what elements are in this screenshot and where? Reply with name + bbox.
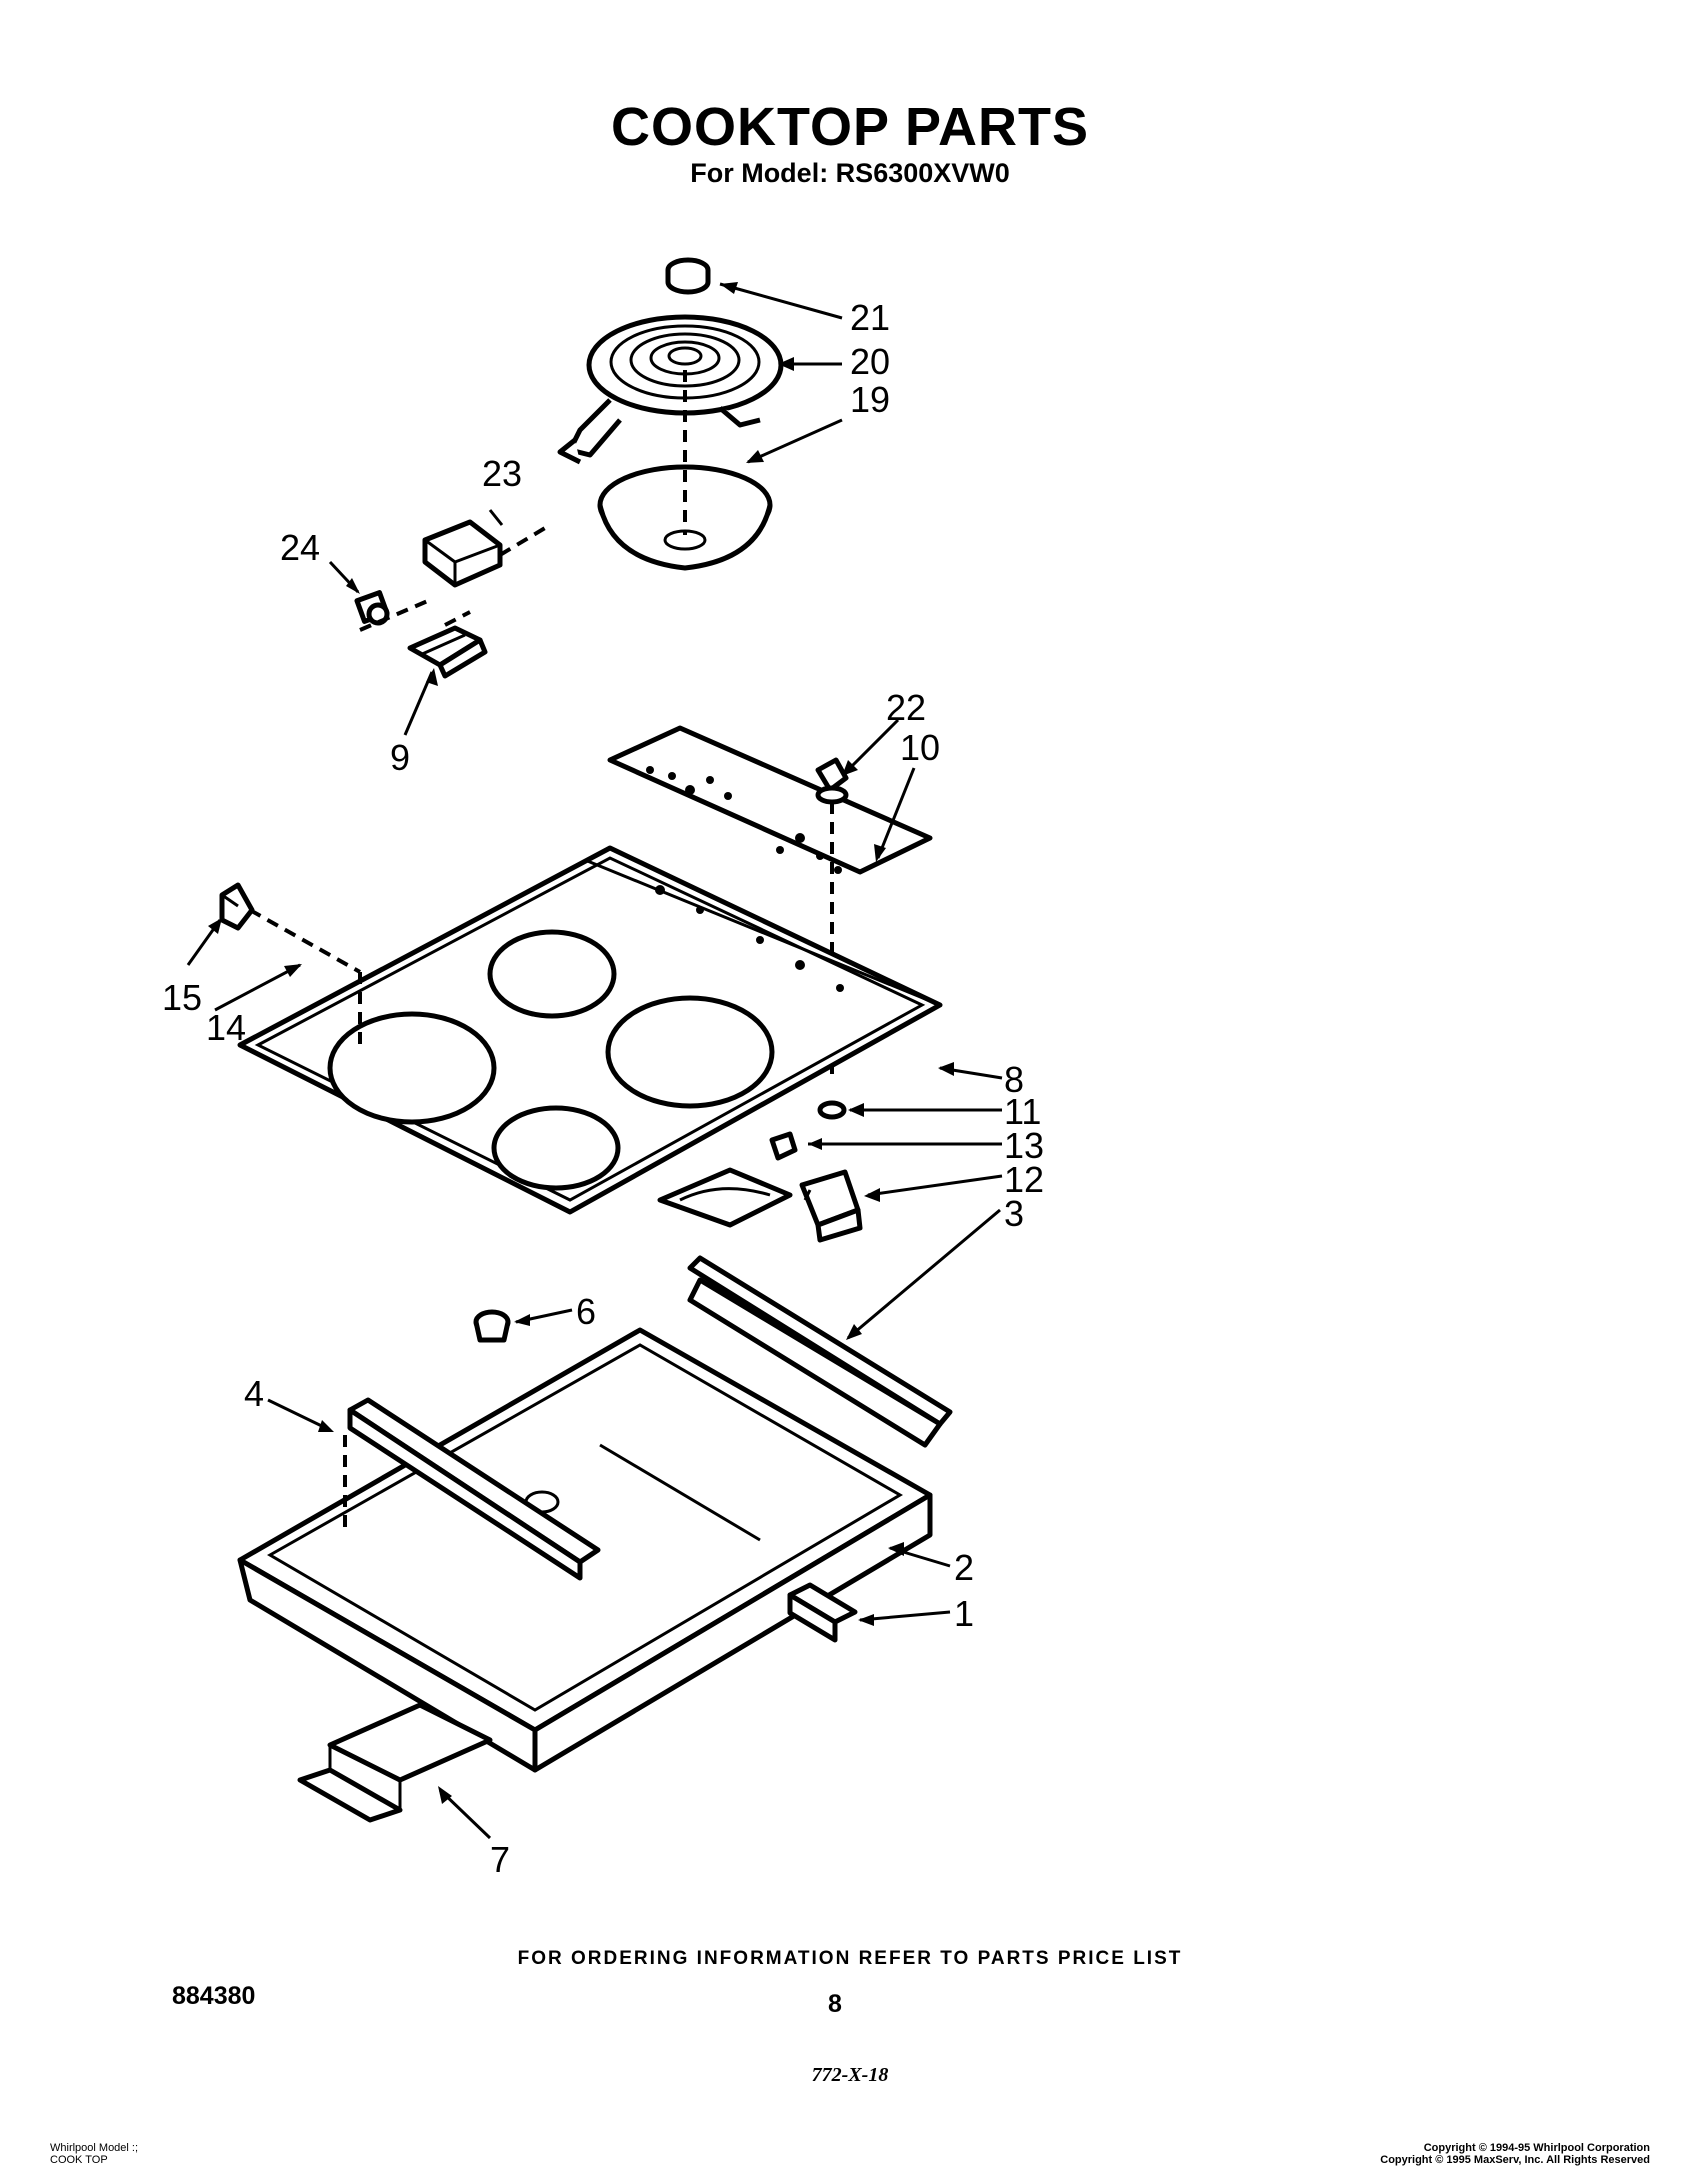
callout-10: 10: [900, 727, 940, 768]
footer-copyright: Copyright © 1994-95 Whirlpool Corporatio…: [1380, 2142, 1650, 2166]
callout-4: 4: [244, 1373, 264, 1414]
part-3-rear-trim: [687, 1208, 1001, 1448]
callout-22: 22: [886, 687, 926, 728]
model-subtitle: For Model: RS6300XVW0: [690, 158, 1010, 188]
part-19-drip-bowl: [597, 370, 843, 571]
callout-9: 9: [390, 737, 410, 778]
callout-14: 14: [206, 1007, 246, 1048]
callout-2: 2: [954, 1547, 974, 1588]
callout-8: 8: [1004, 1059, 1024, 1100]
part-11-washer: [817, 1100, 1002, 1120]
callout-1: 1: [954, 1593, 974, 1634]
part-14-screw: [214, 908, 362, 1045]
callout-7: 7: [490, 1839, 510, 1880]
callout-21: 21: [850, 297, 890, 338]
part-1-bracket: [787, 1582, 951, 1643]
callout-3: 3: [1004, 1193, 1024, 1234]
page-title: COOKTOP PARTS: [610, 97, 1090, 157]
callout-20: 20: [850, 341, 890, 382]
callout-24: 24: [280, 527, 320, 568]
part-6-bumper: [473, 1308, 573, 1343]
stamp-code: 772-X-18: [811, 2064, 889, 2086]
document-number: 884380: [172, 1982, 256, 2010]
callout-11: 11: [1004, 1091, 1041, 1132]
part-21-cap: [665, 257, 843, 320]
callout-15: 15: [162, 977, 202, 1018]
part-23-bracket: [422, 509, 547, 588]
part-7-deflector: [297, 1702, 493, 1840]
part-24-receptacle: [328, 560, 431, 632]
part-8-cooktop: [237, 845, 1003, 1215]
callout-6: 6: [576, 1291, 596, 1332]
part-2-burner-box: [237, 1327, 951, 1773]
callout-19: 19: [850, 379, 890, 420]
part-10-control-panel: [607, 725, 933, 875]
page-number: 8: [828, 1990, 842, 2018]
callout-13: 13: [1004, 1125, 1044, 1166]
footer-model-info: Whirlpool Model :; COOK TOP: [50, 2142, 138, 2166]
part-15-hinge: [186, 882, 255, 966]
part-4-support-bar: [267, 1397, 601, 1581]
part-20-surface-element: [557, 314, 842, 465]
footer-right-line-1: Copyright © 1994-95 Whirlpool Corporatio…: [1423, 2142, 1650, 2154]
part-9-terminal: [403, 610, 488, 736]
part-13-nut: [769, 1131, 1002, 1161]
footer-right-line-2: Copyright © 1995 MaxServ, Inc. All Right…: [1380, 2154, 1650, 2166]
callout-23: 23: [482, 453, 522, 494]
footer-left-line-2: COOK TOP: [50, 2154, 108, 2166]
footer-left-line-1: Whirlpool Model :;: [50, 2142, 139, 2154]
part-12-infinite-switch: [799, 1169, 1003, 1243]
callout-12: 12: [1004, 1159, 1044, 1200]
wire-harness: [657, 1167, 793, 1228]
ordering-note: FOR ORDERING INFORMATION REFER TO PARTS …: [517, 1948, 1183, 1969]
